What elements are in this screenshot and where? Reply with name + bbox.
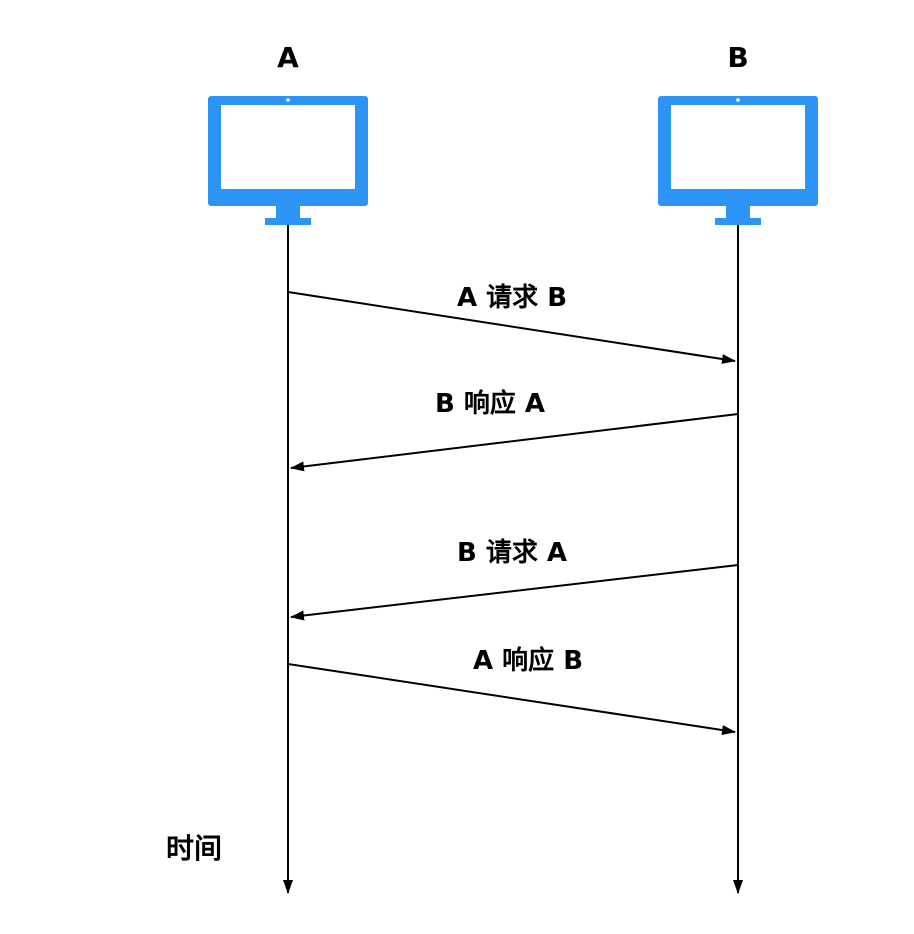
participant-a: A: [208, 41, 368, 894]
time-axis-label: 时间: [166, 832, 222, 865]
monitor-icon: [208, 96, 368, 225]
message-label: A 响应 B: [473, 645, 583, 676]
message-label: A 请求 B: [457, 283, 567, 313]
message-arrow: [287, 291, 736, 364]
message-1: A 请求 B: [287, 283, 736, 364]
message-arrow: [287, 663, 736, 735]
message-label: B 请求 A: [457, 538, 567, 568]
message-2: B 响应 A: [290, 388, 739, 472]
message-3: B 请求 A: [290, 538, 739, 621]
participant-b-label: B: [727, 41, 748, 74]
monitor-icon: [658, 96, 818, 225]
participant-b: B: [658, 41, 818, 894]
participant-a-label: A: [277, 41, 299, 74]
message-4: A 响应 B: [287, 645, 736, 735]
message-label: B 响应 A: [435, 388, 545, 419]
message-arrow: [290, 564, 739, 621]
message-arrow: [290, 413, 739, 472]
